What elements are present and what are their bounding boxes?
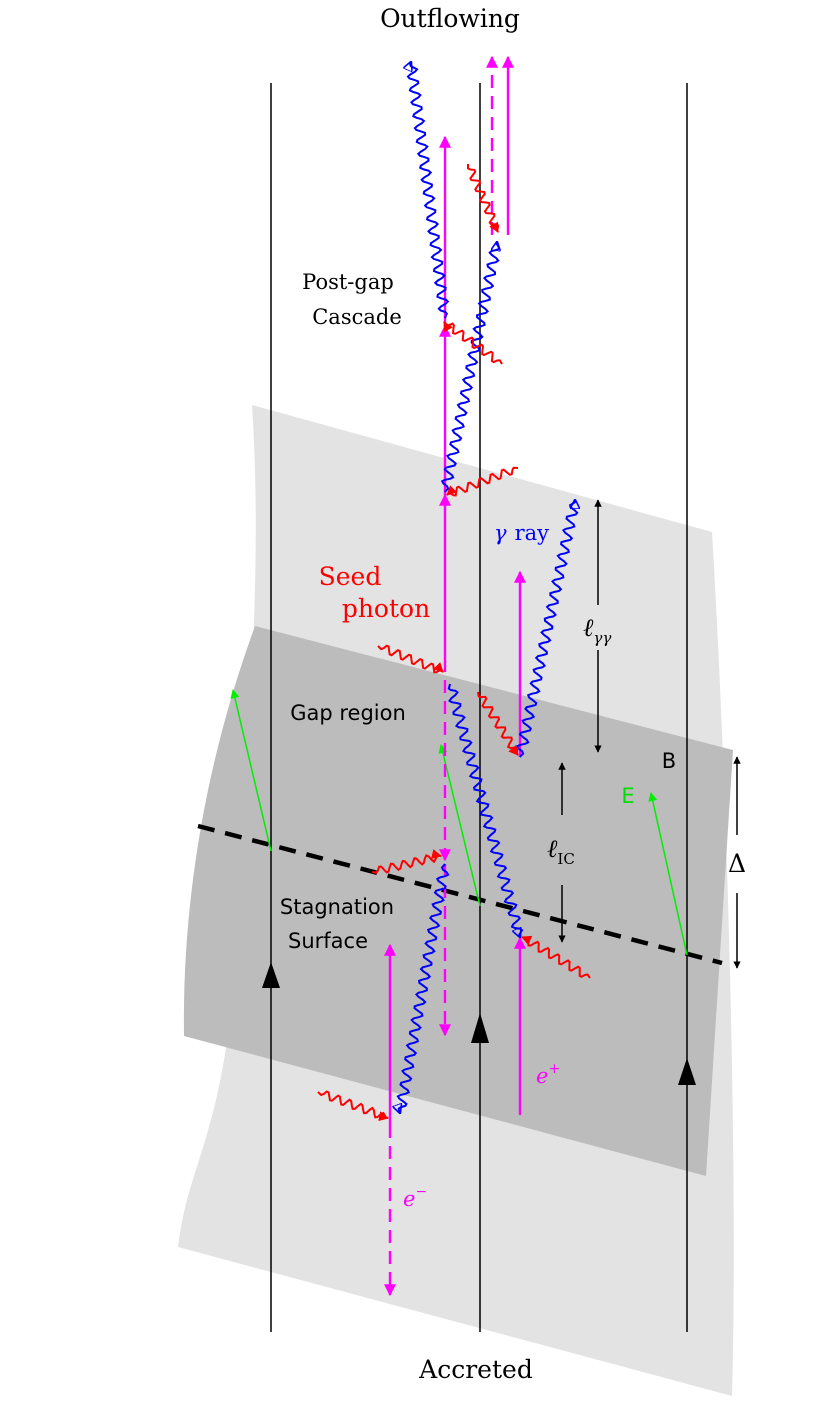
gamma-ray-4 (398, 863, 450, 1113)
l-ic-main: ℓ (547, 834, 558, 863)
electron-sup: − (415, 1184, 427, 1200)
electric-field-arrows (230, 689, 688, 956)
seed-photon-5 (477, 691, 519, 756)
gap-region-label: Gap region (290, 701, 406, 725)
seed-photon-2 (443, 321, 503, 365)
positron-label: e+ (536, 1061, 560, 1088)
gap-region-band (183, 626, 734, 1176)
accreted-label: Accreted (418, 1355, 533, 1384)
stagnation-label: Stagnation (280, 895, 394, 919)
l-gamma-gamma-sub: γγ (593, 629, 611, 647)
l-ic-sub: IC (557, 850, 574, 868)
seed-label: Seed (319, 562, 382, 591)
l-gamma-gamma-main: ℓ (583, 613, 594, 642)
positron-symbol: e (536, 1064, 548, 1088)
gamma-word: ray (515, 521, 550, 545)
seed-photon-3 (446, 466, 519, 497)
field-line-arrows (262, 962, 696, 1085)
electron-label: e− (403, 1184, 427, 1211)
e-field-label: E (621, 784, 634, 808)
post-gap-label: Post-gap (302, 270, 394, 294)
gamma-ray-5 (515, 500, 577, 758)
gamma-ray-1 (408, 62, 450, 319)
seed-photon-6 (371, 849, 442, 874)
pair-tracks (384, 55, 526, 1297)
seed-photon-1 (467, 164, 500, 233)
positron-sup: + (548, 1061, 560, 1077)
gamma-ray-3 (447, 683, 524, 937)
photon-label: photon (342, 594, 430, 623)
cascade-label: Cascade (312, 305, 402, 329)
l-gamma-gamma-label: ℓγγ (583, 613, 611, 647)
seed-photon-4 (377, 644, 444, 674)
field-lines (270, 83, 688, 1332)
b-field-label: B (662, 749, 676, 773)
gamma-ray-2 (440, 242, 499, 493)
delta-label: Δ (728, 849, 746, 878)
seed-photon-8 (317, 1090, 389, 1122)
gamma-ray-tracks (398, 62, 577, 1113)
seed-photon-7 (521, 935, 591, 979)
l-ic-label: ℓIC (547, 834, 575, 868)
gamma-symbol: γ (494, 521, 507, 545)
seed-photon-tracks (317, 164, 591, 1122)
length-markers (558, 499, 741, 969)
stagnation-surface-line (197, 823, 723, 966)
surface-label: Surface (288, 929, 368, 953)
electron-symbol: e (403, 1187, 415, 1211)
outflowing-label: Outflowing (380, 4, 520, 33)
